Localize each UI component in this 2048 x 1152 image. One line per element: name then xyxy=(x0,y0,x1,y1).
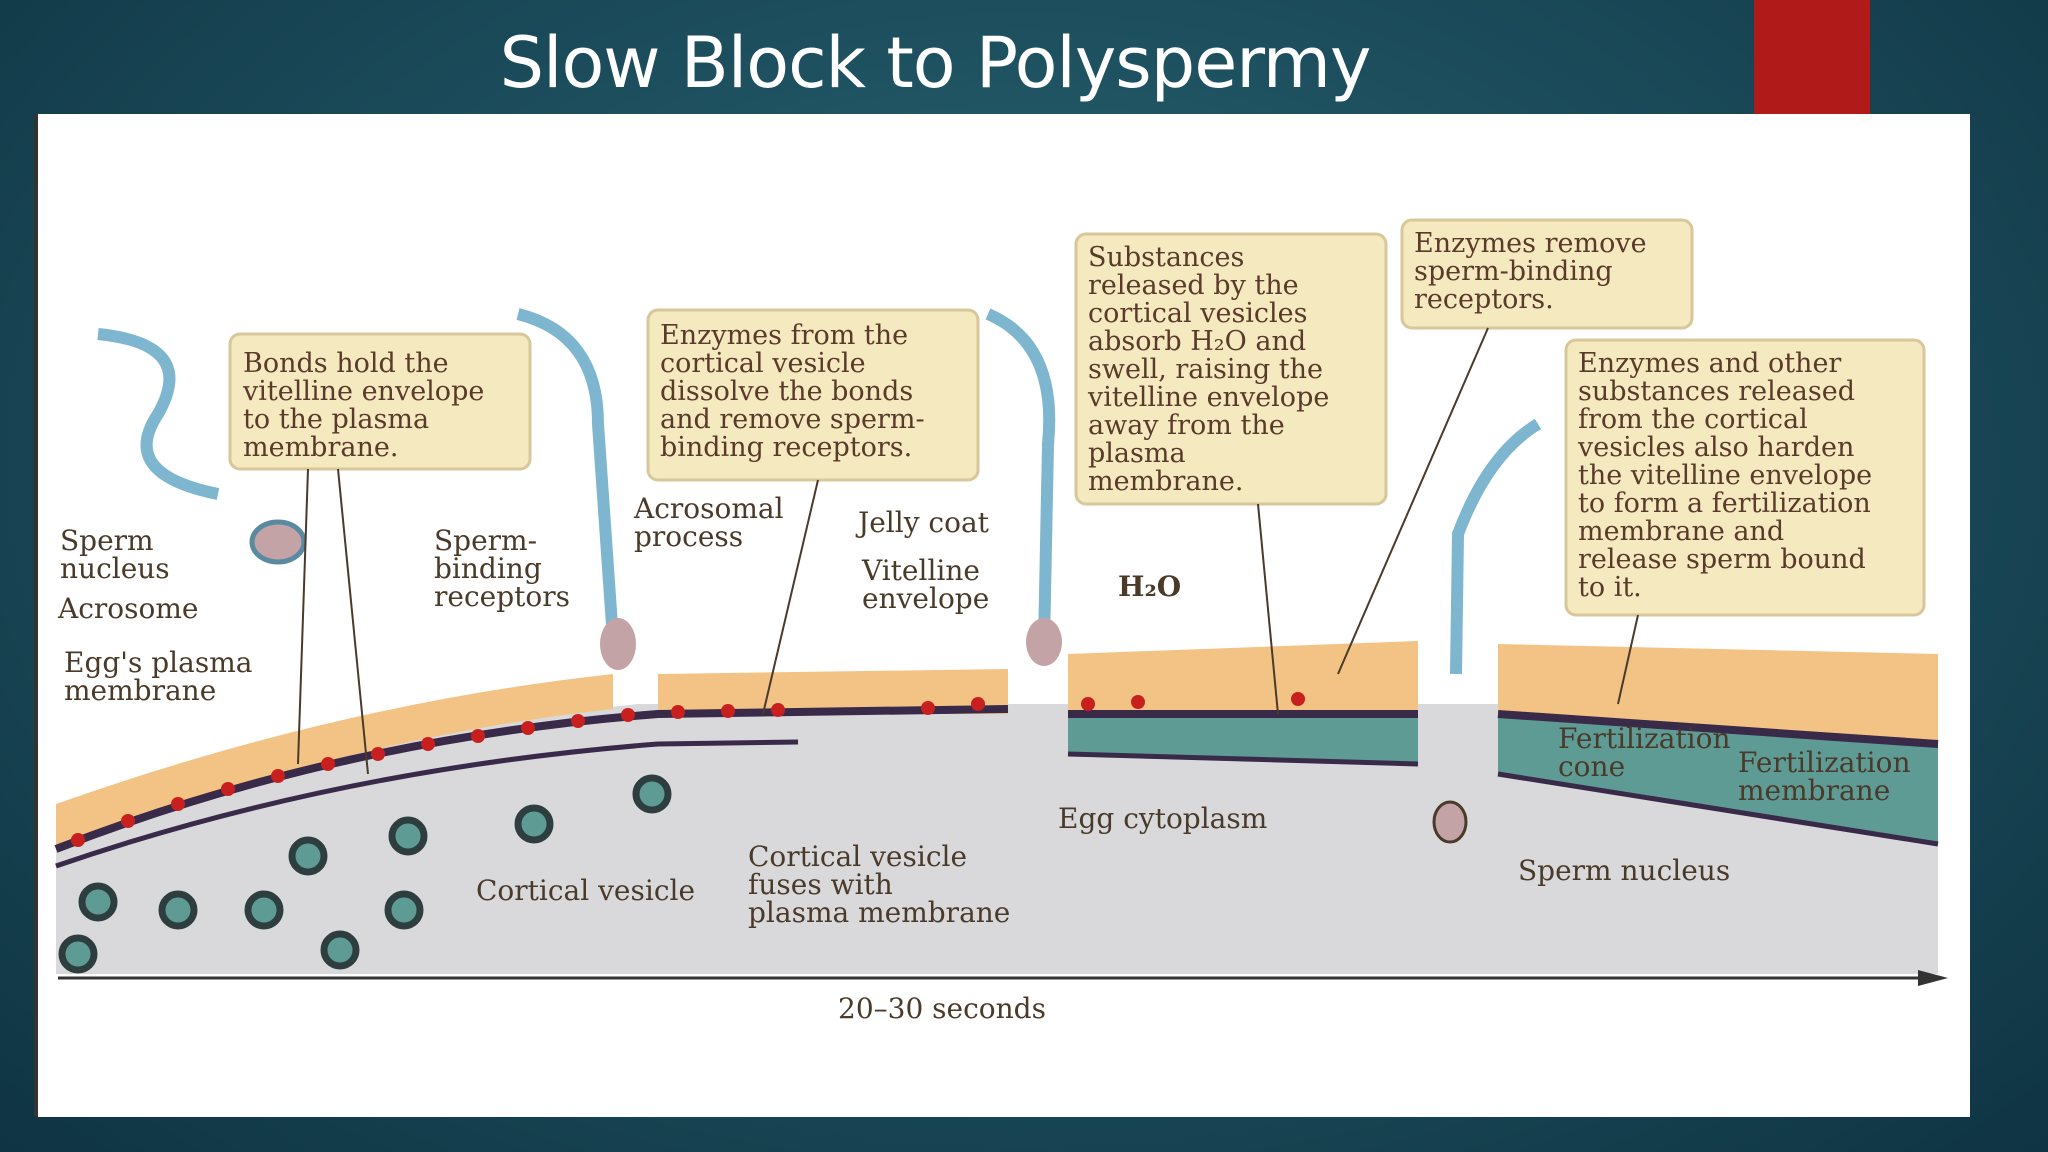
callout-1-line-1: Bonds hold the xyxy=(243,348,449,379)
label-sperm-nucleus-1: Sperm xyxy=(60,524,154,557)
callout-5-line-7: membrane and xyxy=(1578,516,1784,547)
callout-box-4 xyxy=(1400,218,1694,330)
callout-3-line-9: membrane. xyxy=(1088,466,1243,497)
accent-tab xyxy=(1754,0,1870,116)
callout-4-line-1: Enzymes remove xyxy=(1414,228,1647,259)
callout-2-line-2: cortical vesicle xyxy=(660,348,866,379)
label-egg-plasma-membrane-2: membrane xyxy=(64,674,216,707)
fertilization-membrane-space xyxy=(1498,714,1938,844)
jelly-coat-left xyxy=(56,674,613,849)
time-axis-arrow xyxy=(1918,970,1948,986)
callout-1-line-4: membrane. xyxy=(243,432,398,463)
callout-5-line-8: release sperm bound xyxy=(1578,544,1866,575)
label-h2o: H₂O xyxy=(1118,570,1181,603)
sperm-nucleus-inside xyxy=(1432,800,1468,844)
callout-5-line-4: vesicles also harden xyxy=(1577,432,1854,463)
callout-2-line-5: binding receptors. xyxy=(660,432,912,463)
callout-3-line-7: away from the xyxy=(1088,410,1285,441)
sperm-right1 xyxy=(985,308,1056,645)
plasma-membrane-line xyxy=(55,739,1939,869)
callout-3-line-6: vitelline envelope xyxy=(1087,382,1329,413)
label-egg-plasma-membrane-1: Egg's plasma xyxy=(64,646,252,679)
sperm-left-head xyxy=(249,519,307,565)
callout-2-line-4: and remove sperm- xyxy=(660,404,925,435)
callout-2-line-1: Enzymes from the xyxy=(660,320,908,351)
label-acrosomal-process-1: Acrosomal xyxy=(633,492,784,525)
callout-3-line-3: cortical vesicles xyxy=(1088,298,1308,329)
label-egg-cytoplasm: Egg cytoplasm xyxy=(1058,802,1267,835)
callout-3-line-4: absorb H₂O and xyxy=(1088,326,1306,357)
callout-4-line-2: sperm-binding xyxy=(1414,256,1613,287)
label-cortical-vesicle: Cortical vesicle xyxy=(476,874,695,907)
label-time-axis: 20–30 seconds xyxy=(838,992,1046,1025)
jelly-coat-right1 xyxy=(1068,641,1418,714)
label-fertilization-cone-1: Fertilization xyxy=(1558,722,1731,755)
label-sperm-binding-receptors-3: receptors xyxy=(434,580,570,613)
callout-3-line-1: Substances xyxy=(1088,242,1244,273)
callout-5-line-5: the vitelline envelope xyxy=(1578,460,1872,491)
perivitelline-space xyxy=(1068,714,1418,764)
diagram-panel: Bonds hold the vitelline envelope to the… xyxy=(34,114,1970,1117)
callout-3-line-2: released by the xyxy=(1088,270,1299,301)
sperm-mid xyxy=(516,308,620,655)
label-cortical-vesicle-fuses-2: fuses with xyxy=(748,868,893,901)
callout-4-line-3: receptors. xyxy=(1414,284,1554,315)
slow-block-diagram: Bonds hold the vitelline envelope to the… xyxy=(54,218,1948,1025)
egg-cytoplasm-region xyxy=(56,704,1938,974)
label-vitelline-envelope-1: Vitelline xyxy=(861,554,980,587)
callout-1-line-3: to the plasma xyxy=(243,404,429,435)
label-acrosomal-process-2: process xyxy=(634,520,743,553)
label-fertilization-membrane-2: membrane xyxy=(1738,774,1890,807)
sperm-right2 xyxy=(1450,418,1542,675)
cortical-vesicles xyxy=(58,774,672,974)
label-acrosome: Acrosome xyxy=(57,592,199,625)
label-cortical-vesicle-fuses-1: Cortical vesicle xyxy=(748,840,967,873)
callout-box-2 xyxy=(646,308,980,482)
jelly-coat-middle xyxy=(658,669,1008,714)
callout-2-line-3: dissolve the bonds xyxy=(660,376,913,407)
leader-lines xyxy=(297,327,1639,775)
callout-3-line-8: plasma xyxy=(1088,438,1186,469)
label-sperm-binding-receptors-2: binding xyxy=(434,552,542,585)
label-vitelline-envelope-2: envelope xyxy=(862,582,989,615)
sperm-binding-receptor-dots xyxy=(71,692,1305,847)
label-fertilization-cone-2: cone xyxy=(1558,750,1625,783)
callout-5-line-3: from the cortical xyxy=(1578,404,1808,435)
callout-3-line-5: swell, raising the xyxy=(1088,354,1323,385)
vitelline-envelope-line xyxy=(54,705,1939,853)
callout-1-line-2: vitelline envelope xyxy=(242,376,484,407)
callout-box-5 xyxy=(1564,338,1926,617)
label-cortical-vesicle-fuses-3: plasma membrane xyxy=(748,896,1010,929)
callout-5-line-6: to form a fertilization xyxy=(1578,488,1871,519)
callout-box-1 xyxy=(228,332,532,471)
sperm-right1-head xyxy=(1026,618,1062,666)
callout-box-3 xyxy=(1074,232,1388,506)
sperm-left xyxy=(97,328,220,500)
label-sperm-nucleus-right: Sperm nucleus xyxy=(1518,854,1730,887)
label-jelly-coat: Jelly coat xyxy=(855,506,990,539)
sperm-mid-head xyxy=(600,618,636,670)
label-sperm-nucleus-2: nucleus xyxy=(60,552,170,585)
callout-5-line-9: to it. xyxy=(1578,572,1642,603)
callout-5-line-2: substances released xyxy=(1578,376,1855,407)
label-sperm-binding-receptors-1: Sperm- xyxy=(434,524,537,557)
label-fertilization-membrane-1: Fertilization xyxy=(1738,746,1911,779)
slide-title: Slow Block to Polyspermy xyxy=(499,22,1372,104)
callout-5-line-1: Enzymes and other xyxy=(1578,348,1841,379)
